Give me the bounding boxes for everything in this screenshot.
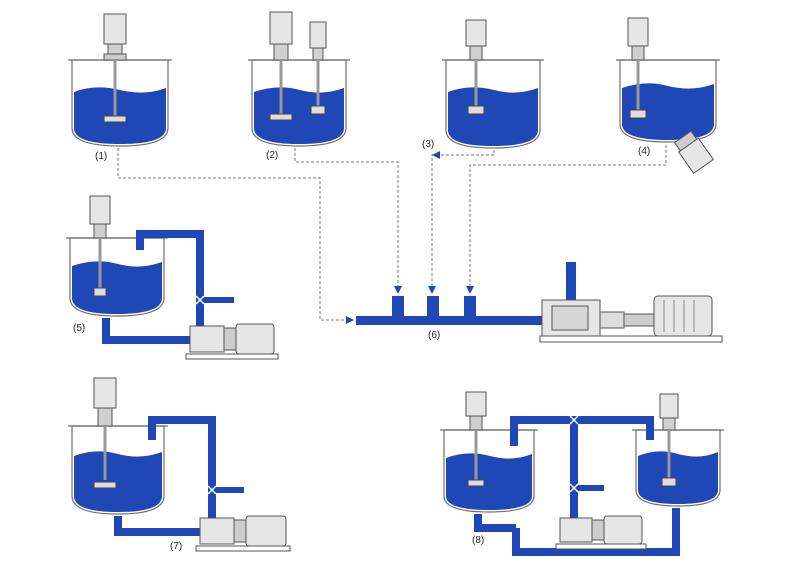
tank-1	[68, 13, 172, 147]
motor-icon	[659, 393, 679, 419]
drive-motor-icon	[653, 295, 713, 337]
tank-5-with-pump	[66, 195, 279, 360]
pump-motor-icon	[603, 515, 643, 545]
motor-icon	[465, 19, 487, 47]
label-line-6: (6)	[428, 330, 441, 341]
pump-icon	[189, 325, 225, 353]
impeller-icon	[103, 115, 127, 123]
line-8-twin-tanks	[440, 391, 724, 556]
motor-icon	[269, 11, 293, 45]
bottom-mixer-motor-icon	[673, 130, 714, 174]
dashed-line-2	[294, 148, 399, 290]
label-tank-1: (1)	[95, 151, 108, 162]
inline-mixer-line-6	[356, 262, 723, 343]
motor-icon	[89, 195, 111, 225]
tank-2	[248, 11, 350, 147]
label-tank-7: (7)	[170, 541, 183, 552]
label-tank-5: (5)	[73, 323, 86, 334]
motor-icon	[93, 377, 117, 409]
tank-7-with-pump	[68, 377, 291, 552]
dashed-line-3	[431, 150, 495, 290]
motor-icon	[465, 391, 487, 417]
dashed-transfer-lines	[117, 145, 667, 321]
pump-motor-icon	[235, 323, 275, 355]
motor-icon	[309, 21, 327, 49]
pump-icon	[199, 517, 235, 545]
label-tank-2: (2)	[266, 150, 279, 161]
motor-icon	[103, 13, 127, 45]
label-tank-3: (3)	[422, 139, 435, 150]
label-tank-4: (4)	[638, 146, 651, 157]
motor-icon	[627, 17, 649, 47]
dashed-arrowheads	[346, 151, 474, 324]
pump-motor-icon	[245, 515, 287, 547]
tank-3	[442, 19, 544, 149]
label-line-8: (8)	[472, 535, 485, 546]
pump-icon	[559, 517, 593, 543]
tank-4	[616, 17, 720, 174]
dashed-line-4	[469, 145, 667, 290]
dashed-line-1	[117, 148, 352, 321]
